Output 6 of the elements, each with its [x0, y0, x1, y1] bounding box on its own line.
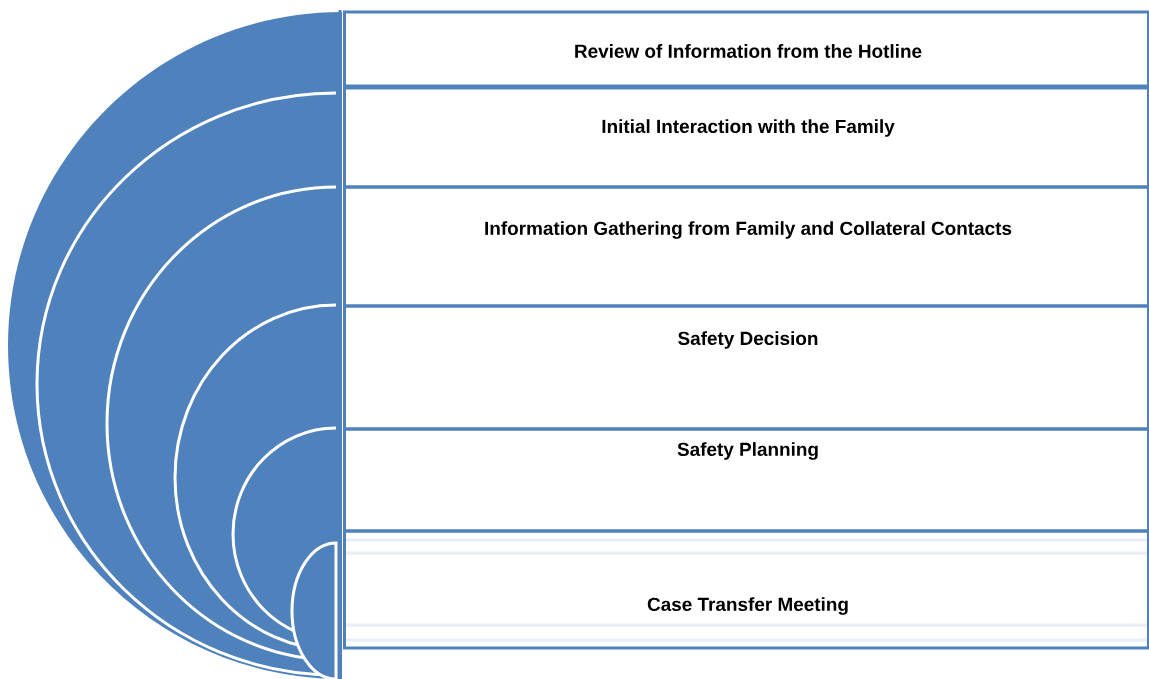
step-box: Initial Interaction with the Family — [343, 86, 1149, 189]
step-box: Safety Decision — [343, 304, 1149, 431]
step-box: Review of Information from the Hotline — [343, 10, 1149, 88]
step-box: Case Transfer Meeting — [343, 529, 1149, 650]
step-box: Safety Planning — [343, 427, 1149, 533]
step-box: Information Gathering from Family and Collateral Contacts — [343, 185, 1149, 308]
